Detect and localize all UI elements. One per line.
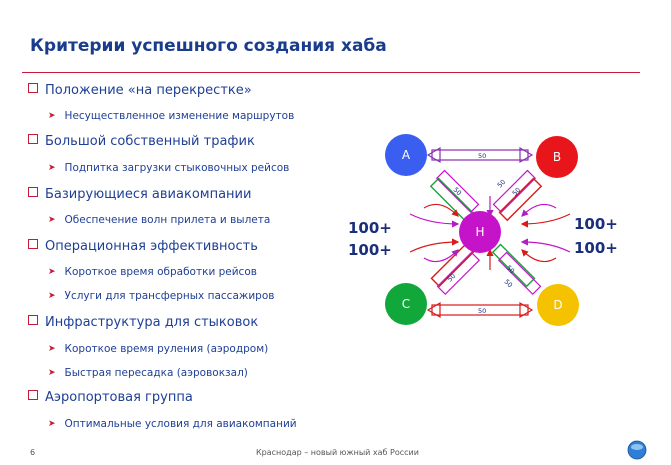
bullet-text: Большой собственный трафик xyxy=(45,134,255,149)
frequency-left-1: 100+ xyxy=(348,219,392,237)
footer-text: Краснодар – новый южный хаб России xyxy=(256,448,419,457)
node-hub-h: H xyxy=(459,211,501,253)
checkbox-bullet-icon xyxy=(28,134,38,144)
node-label: D xyxy=(553,298,562,312)
bullet-text: Инфраструктура для стыковок xyxy=(45,315,259,330)
node-c: C xyxy=(385,283,427,325)
link-label: 50 xyxy=(511,186,523,198)
arrow-bullet-icon: ➤ xyxy=(48,163,56,173)
node-label: B xyxy=(553,150,561,164)
sub-bullet-item: ➤ Подпитка загрузки стыковочных рейсов xyxy=(48,161,289,175)
page-title: Критерии успешного создания хаба xyxy=(30,36,387,56)
sub-bullet-text: Оптимальные условия для авиакомпаний xyxy=(64,418,297,430)
link-a-b: 50 xyxy=(426,146,534,164)
link-d-h: 50 50 xyxy=(491,243,542,296)
bullet-item: Базирующиеся авиакомпании xyxy=(28,187,251,203)
sub-bullet-text: Подпитка загрузки стыковочных рейсов xyxy=(64,162,290,174)
arrow-bullet-icon: ➤ xyxy=(48,267,56,277)
sub-bullet-item: ➤ Услуги для трансферных пассажиров xyxy=(48,289,274,303)
link-label: 50 xyxy=(505,264,517,276)
link-label: 50 xyxy=(503,278,515,290)
title-divider xyxy=(22,72,640,73)
frequency-left-2: 100+ xyxy=(348,241,392,259)
link-c-d: 50 xyxy=(426,301,534,319)
hub-diagram: 50 50 50 50 50 50 50 xyxy=(348,134,618,326)
checkbox-bullet-icon xyxy=(28,390,38,400)
arrow-bullet-icon: ➤ xyxy=(48,419,56,429)
link-b-h: 50 50 xyxy=(492,169,543,222)
frequency-right-1: 100+ xyxy=(574,215,618,233)
sub-bullet-item: ➤ Обеспечение волн прилета и вылета xyxy=(48,213,270,227)
globe-logo-icon xyxy=(627,440,647,460)
sub-bullet-item: ➤ Быстрая пересадка (аэровокзал) xyxy=(48,366,248,380)
bullet-item: Инфраструктура для стыковок xyxy=(28,315,258,331)
sub-bullet-text: Короткое время обработки рейсов xyxy=(64,266,257,278)
node-a: A xyxy=(385,134,427,176)
bullet-text: Аэропортовая группа xyxy=(45,390,193,405)
arrow-bullet-icon: ➤ xyxy=(48,344,56,354)
sub-bullet-item: ➤ Короткое время обработки рейсов xyxy=(48,265,257,279)
link-label: 50 xyxy=(496,178,508,190)
sub-bullet-item: ➤ Оптимальные условия для авиакомпаний xyxy=(48,417,297,431)
node-b: B xyxy=(536,136,578,178)
sub-bullet-text: Короткое время руления (аэродром) xyxy=(64,343,269,355)
checkbox-bullet-icon xyxy=(28,315,38,325)
sub-bullet-item: ➤ Короткое время руления (аэродром) xyxy=(48,342,268,356)
bullet-text: Операционная эффективность xyxy=(45,239,258,254)
checkbox-bullet-icon xyxy=(28,187,38,197)
bullet-item: Операционная эффективность xyxy=(28,239,258,255)
sub-bullet-text: Быстрая пересадка (аэровокзал) xyxy=(64,367,248,379)
sub-bullet-text: Обеспечение волн прилета и вылета xyxy=(64,214,271,226)
bullet-text: Положение «на перекрестке» xyxy=(45,83,252,98)
sub-bullet-item: ➤ Несуществленное изменение маршрутов xyxy=(48,109,294,123)
arrow-bullet-icon: ➤ xyxy=(48,111,56,121)
link-label: 50 xyxy=(478,307,486,315)
node-label: C xyxy=(402,297,410,311)
arrow-bullet-icon: ➤ xyxy=(48,368,56,378)
bullet-text: Базирующиеся авиакомпании xyxy=(45,187,252,202)
link-label: 50 xyxy=(446,272,458,284)
bullet-item: Аэропортовая группа xyxy=(28,390,193,406)
node-label: H xyxy=(475,225,484,239)
sub-bullet-text: Услуги для трансферных пассажиров xyxy=(64,290,275,302)
link-label: 50 xyxy=(478,152,486,160)
wave-arrows xyxy=(409,196,571,270)
checkbox-bullet-icon xyxy=(28,239,38,249)
link-label: 50 xyxy=(452,186,464,198)
arrow-bullet-icon: ➤ xyxy=(48,215,56,225)
bullet-item: Большой собственный трафик xyxy=(28,134,255,150)
bullet-item: Положение «на перекрестке» xyxy=(28,83,252,99)
node-d: D xyxy=(537,284,579,326)
arrow-bullet-icon: ➤ xyxy=(48,291,56,301)
frequency-right-2: 100+ xyxy=(574,239,618,257)
node-label: A xyxy=(402,148,411,162)
checkbox-bullet-icon xyxy=(28,83,38,93)
sub-bullet-text: Несуществленное изменение маршрутов xyxy=(64,110,295,122)
page-number: 6 xyxy=(30,448,36,457)
